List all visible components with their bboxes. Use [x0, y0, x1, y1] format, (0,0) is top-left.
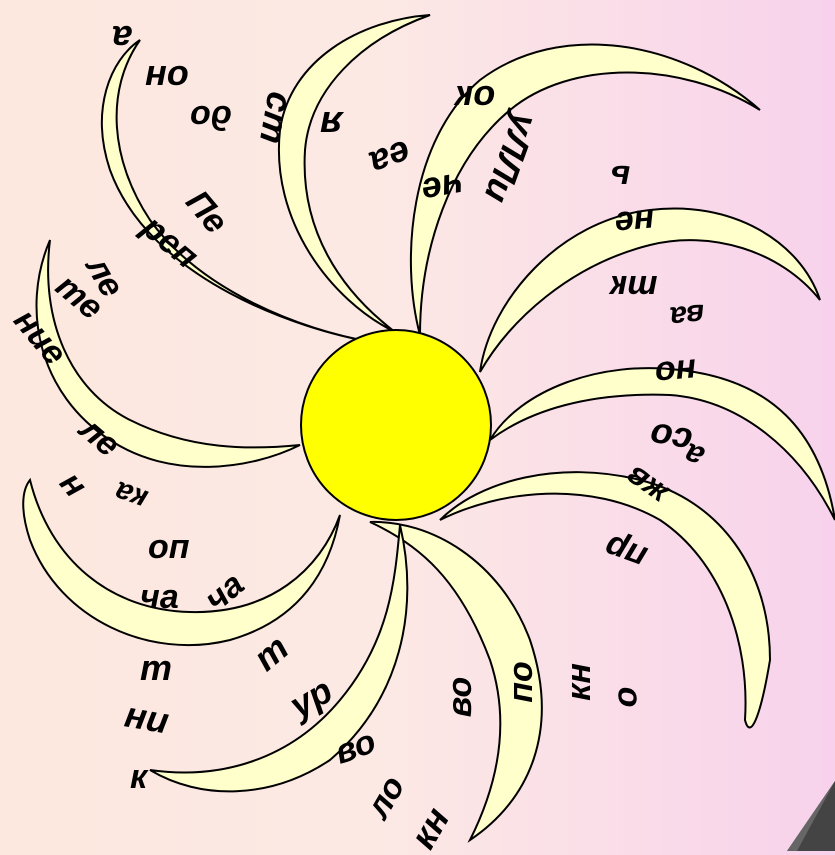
- syllable-cha-1: ча: [140, 580, 179, 614]
- syllable-soft-sign: ь: [610, 160, 630, 194]
- syllable-op: оп: [148, 530, 190, 564]
- syllable-st: ст: [254, 89, 298, 146]
- syllable-no: но: [654, 353, 698, 390]
- syllable-on: он: [145, 60, 189, 96]
- syllable-po: по: [504, 661, 538, 703]
- petal-top-left: [102, 40, 372, 342]
- sun: [301, 330, 491, 520]
- syllable-kn-1: кн: [562, 663, 596, 701]
- syllable-dor: до: [190, 100, 232, 134]
- syllable-o: о: [608, 687, 642, 708]
- syllable-t-1: т: [140, 650, 172, 686]
- syllable-vo-2: во: [443, 677, 477, 717]
- syllable-va: ва: [669, 299, 706, 332]
- syllable-che: че: [419, 167, 466, 210]
- syllable-ok: ок: [455, 80, 495, 116]
- syllable-ya: я: [320, 105, 342, 143]
- syllable-k: к: [130, 760, 147, 794]
- syllable-tk: тк: [610, 270, 657, 304]
- syllable-a-top: а: [112, 20, 132, 56]
- page-turn-corner-icon[interactable]: [787, 781, 835, 851]
- syllable-ne: не: [614, 203, 656, 240]
- syllable-ni: ни: [122, 696, 171, 739]
